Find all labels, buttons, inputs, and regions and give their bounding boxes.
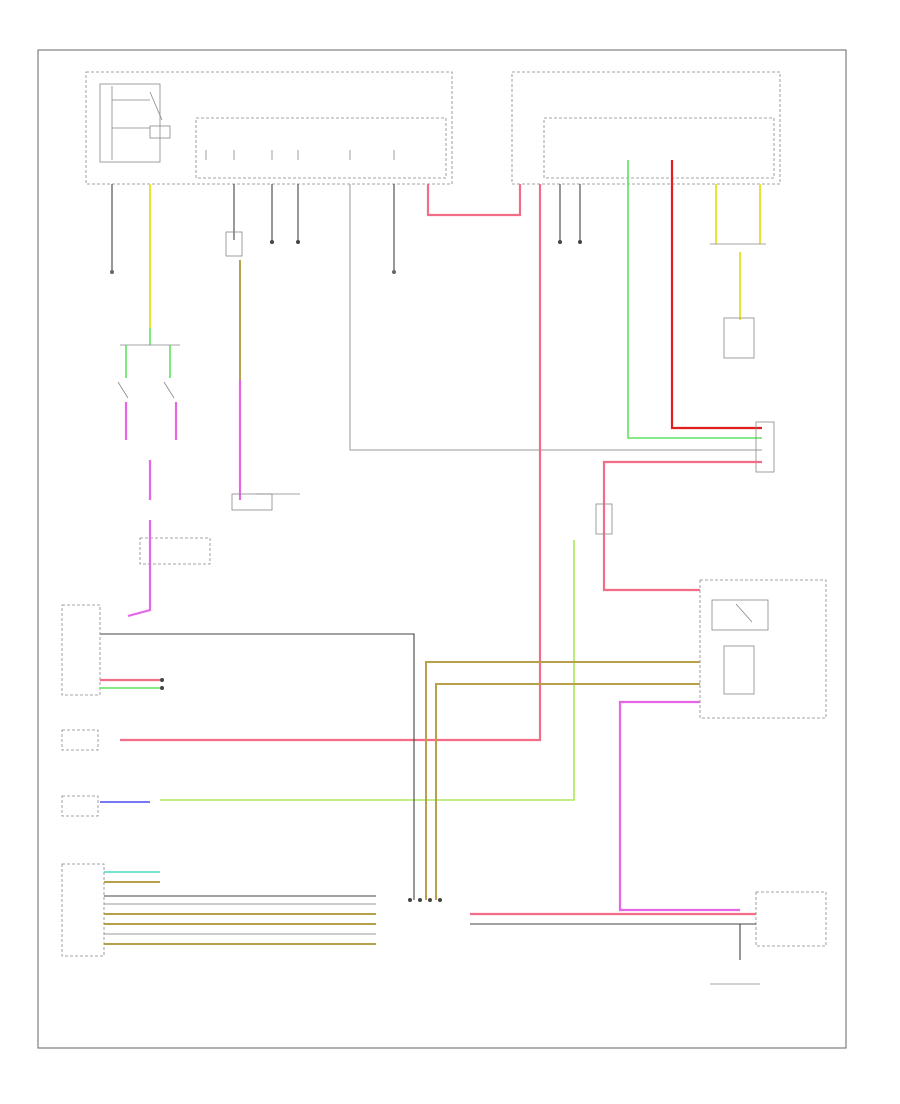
wire-pink-main xyxy=(120,184,542,742)
top-right-dashed-box xyxy=(511,71,781,185)
steering-sensor-box xyxy=(723,317,755,359)
main-body-ecu-box xyxy=(755,891,827,947)
top-right-component xyxy=(511,71,781,185)
body-connector-box-right xyxy=(543,117,775,179)
wire-red-right xyxy=(670,160,762,430)
connector-234 xyxy=(225,231,243,257)
junction-connector-mid xyxy=(231,493,273,511)
diagram-frame xyxy=(37,49,847,1049)
wire-black-engine xyxy=(100,633,415,900)
junction-connector-lower xyxy=(139,537,211,565)
wire-brown-1 xyxy=(425,661,700,900)
wire-pink-instrument xyxy=(602,460,762,592)
body-connector-box-left xyxy=(195,117,447,179)
multiplex-junction-box xyxy=(755,421,775,473)
wire-brown-2 xyxy=(435,683,700,900)
engine-control xyxy=(61,604,164,696)
gateway-ecu-box xyxy=(61,863,105,957)
switch-left xyxy=(117,381,129,399)
wire-green-right xyxy=(627,160,762,439)
relay-box xyxy=(99,83,161,163)
main-body-ecu xyxy=(470,891,827,960)
instrument-cluster xyxy=(699,579,827,719)
switch-right xyxy=(163,381,175,399)
wire-violet-engine xyxy=(127,520,152,618)
top-left-component xyxy=(85,71,453,185)
gateway-ecu xyxy=(61,863,376,957)
wire-violet-lower xyxy=(618,700,740,912)
instrument-cluster-box xyxy=(699,579,827,719)
wire-pink-top xyxy=(426,184,522,217)
wire-gray-long xyxy=(349,184,762,451)
wire-yellow-green xyxy=(160,540,575,801)
top-left-dashed-box xyxy=(85,71,453,185)
engine-control-box xyxy=(61,604,101,696)
